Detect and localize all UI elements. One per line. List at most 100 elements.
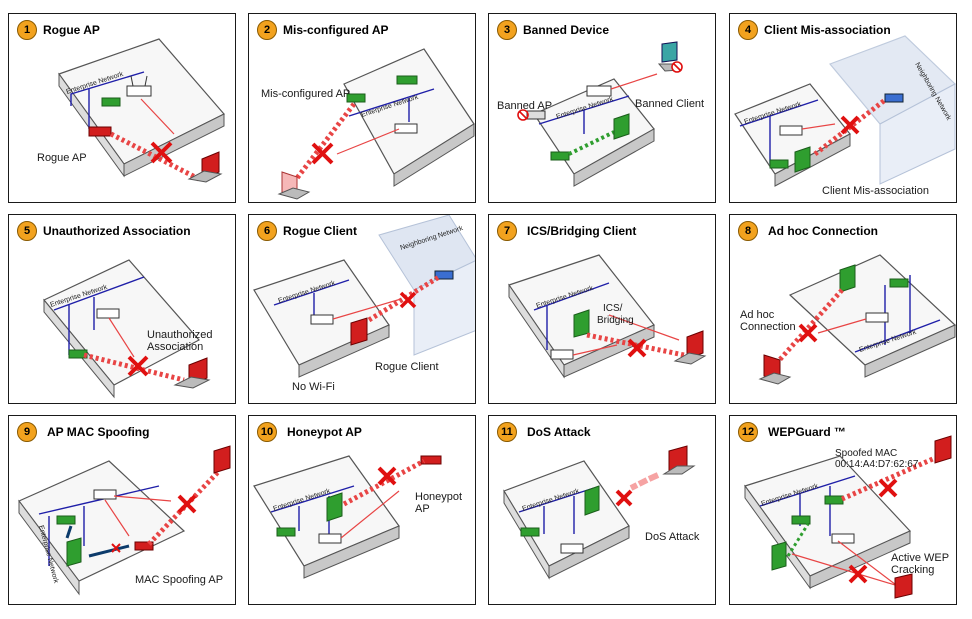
block-x-icon [848, 564, 868, 584]
client-misassociation-label: Client Mis-association [822, 185, 929, 197]
step-badge: 3 [497, 20, 517, 40]
spoofed-mac-address: 00:14:A4:D7:62:67 [835, 459, 919, 470]
block-x-icon [377, 466, 397, 486]
unauthorized-label-line1: Unauthorized [147, 329, 213, 341]
panel-title: Unauthorized Association [43, 224, 191, 238]
spoofing-ap-icon [134, 541, 154, 551]
banned-ap-label: Banned AP [497, 100, 553, 112]
laptop-icon [794, 146, 811, 173]
rogue-laptop-icon [350, 317, 368, 346]
honeypot-ap-icon [420, 455, 442, 465]
block-x-icon [150, 141, 173, 164]
rogue-laptop-icon [758, 354, 792, 385]
banned-ap-icon [517, 109, 546, 121]
access-point-icon [791, 515, 811, 525]
rogue-laptop-icon [934, 435, 952, 464]
dos-wave-icon [629, 472, 660, 491]
panel-title: WEPGuard ™ [768, 425, 847, 439]
honeypot-ap-scene: Enterprise Network [253, 455, 442, 579]
access-point-icon [831, 533, 855, 544]
rogue-laptop-icon [187, 151, 223, 183]
step-badge: 6 [257, 221, 277, 241]
wepguard-scene: Enterprise Network [744, 435, 952, 599]
step-badge: 12 [738, 422, 758, 442]
step-badge: 7 [497, 221, 517, 241]
block-x-icon [399, 291, 417, 309]
mac-spoofing-label: MAC Spoofing AP [135, 574, 224, 586]
laptop-icon [584, 485, 600, 516]
panel-banned-device: 3 Banned Device Enterprise Network Banned… [488, 13, 716, 203]
panel-title: DoS Attack [527, 425, 591, 439]
misconfigured-ap-label: Mis-configured AP [261, 88, 351, 100]
adhoc-connection-scene: Enterprise Network [758, 254, 956, 385]
client-icon [550, 151, 570, 161]
laptop-icon [613, 113, 630, 140]
neighbor-ap-icon [884, 93, 904, 103]
block-x-icon [127, 355, 149, 377]
rogue-client-scene: Neighboring Network Enterprise Network [253, 215, 475, 378]
cracking-laptop-icon [894, 573, 913, 599]
panel-title: ICS/Bridging Client [527, 224, 637, 238]
ap-mac-spoofing-scene: Enterprise Network [18, 445, 231, 596]
block-x-icon [111, 543, 121, 553]
ics-label-line2: Bridging [597, 315, 634, 326]
misconfigured-ap-icon [346, 93, 366, 103]
spoofed-mac-label: Spoofed MAC [835, 448, 898, 459]
access-point-icon [56, 515, 76, 525]
panel-title: Rogue Client [283, 224, 357, 238]
block-x-icon [798, 323, 818, 343]
ics-bridging-scene: Enterprise Network [508, 254, 707, 379]
laptop-icon [326, 492, 343, 522]
access-point-icon [93, 489, 117, 500]
access-point-icon [396, 75, 418, 85]
panel-title: Mis-configured AP [283, 23, 389, 37]
block-x-icon [177, 494, 197, 514]
rogue-laptop-icon [173, 357, 211, 389]
access-point-icon [779, 125, 803, 136]
rogue-laptop-icon [277, 171, 311, 200]
rogue-laptop-icon [213, 445, 231, 474]
access-point-icon [769, 159, 789, 169]
access-point-icon [824, 495, 844, 505]
laptop-icon [66, 537, 82, 567]
bridging-laptop-icon [573, 309, 590, 338]
wep-cracking-label-line1: Active WEP [891, 552, 950, 564]
rogue-laptop-icon [673, 330, 707, 365]
client-misassociation-scene: Neighboring Network Enterprise Network [734, 35, 956, 187]
rogue-client-label: Rogue Client [375, 361, 439, 373]
adhoc-laptop-icon [839, 264, 856, 293]
wep-cracking-label-line2: Cracking [891, 564, 935, 576]
ics-label-line1: ICS/ [603, 303, 623, 314]
access-point-icon [889, 278, 909, 288]
access-point-icon [394, 123, 418, 134]
dos-attack-label: DoS Attack [645, 531, 700, 543]
access-point-icon [586, 85, 612, 97]
step-badge: 4 [738, 20, 758, 40]
banned-device-scene: Enterprise Network [517, 41, 683, 187]
step-badge: 5 [17, 221, 37, 241]
block-x-icon [878, 478, 898, 498]
laptop-icon [771, 541, 787, 571]
access-point-icon [318, 533, 342, 544]
step-badge: 9 [17, 422, 37, 442]
panel-title: Client Mis-association [764, 23, 891, 37]
access-point-icon [310, 314, 334, 325]
panel-title: Ad hoc Connection [768, 224, 878, 238]
adhoc-label-line2: Connection [740, 321, 796, 333]
no-wifi-label: No Wi-Fi [292, 381, 335, 393]
honeypot-label-line2: AP [415, 503, 430, 515]
access-point-icon [550, 349, 574, 360]
banned-client-icon [657, 41, 683, 73]
panel-title: Banned Device [523, 23, 610, 37]
rogue-laptop-icon [662, 445, 696, 475]
block-x-icon [615, 489, 633, 507]
